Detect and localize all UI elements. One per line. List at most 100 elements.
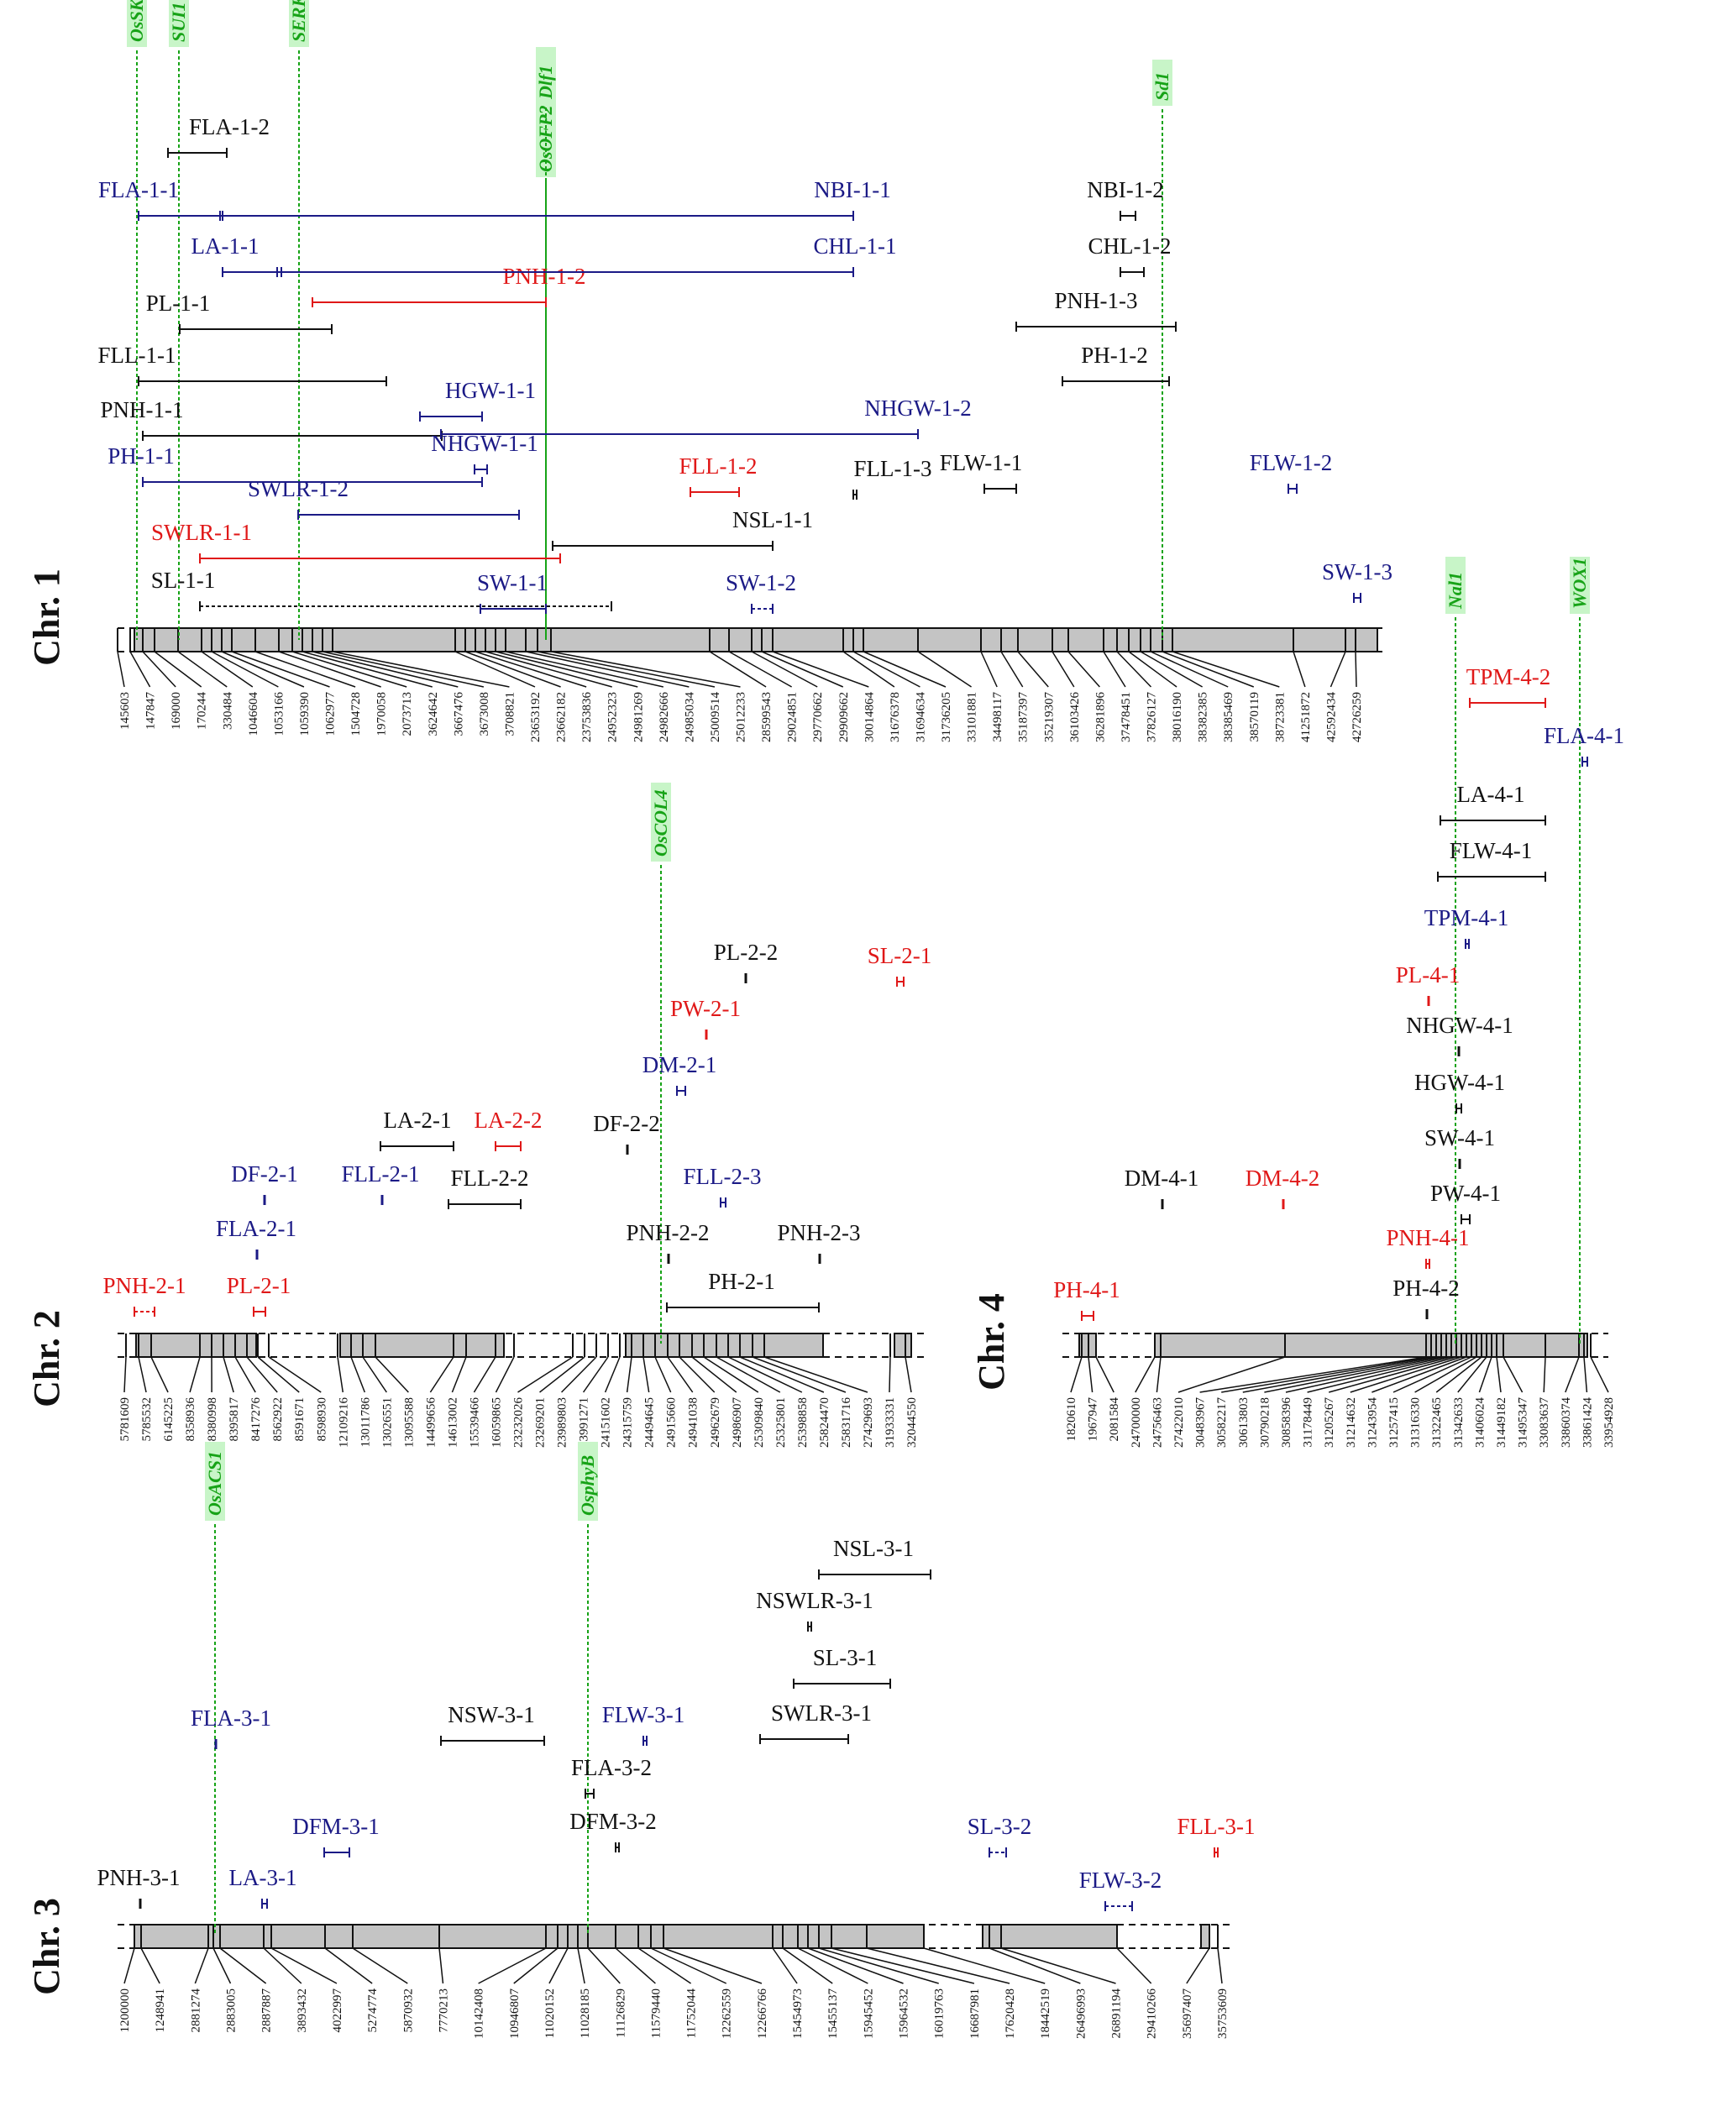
marker-connector (1172, 651, 1280, 688)
marker-connector (142, 651, 176, 688)
qtl-sw-1-1: SW-1-1 (477, 570, 548, 595)
marker-label: 29909662 (837, 692, 851, 742)
marker-connector (772, 651, 869, 688)
qtl-fll-1-1: FLL-1-1 (98, 343, 176, 368)
qtl-dfm-3-1: DFM-3-1 (292, 1814, 380, 1839)
marker-connector (362, 1356, 387, 1393)
marker-label: 2081584 (1108, 1397, 1121, 1442)
marker-connector (350, 1356, 366, 1393)
qtl-pnh-2-2: PNH-2-2 (627, 1220, 710, 1245)
qtl-fll-3-1: FLL-3-1 (1177, 1814, 1256, 1839)
qtl-nswlr-3-1: NSWLR-3-1 (756, 1588, 873, 1613)
marker-connector (352, 1947, 408, 1984)
marker-label: 1248941 (154, 1988, 167, 2033)
marker-connector (1116, 651, 1152, 688)
marker-label: 38016190 (1171, 692, 1184, 742)
chromosome-segment (625, 1333, 824, 1358)
marker-connector (709, 651, 767, 688)
marker-connector (739, 1356, 825, 1393)
qtl-pnh-2-3: PNH-2-3 (778, 1220, 861, 1245)
marker-label: 25824470 (818, 1397, 831, 1448)
marker-connector (254, 651, 356, 688)
marker-connector (1217, 1947, 1223, 1984)
qtl-flw-4-1: FLW-4-1 (1450, 838, 1532, 863)
marker-label: 24700000 (1130, 1397, 1143, 1448)
gene-nal1: Nal1 (1445, 572, 1466, 610)
gene-wox1: WOX1 (1569, 558, 1590, 609)
marker-label: 15455137 (826, 1988, 840, 2040)
marker-connector (751, 651, 818, 688)
marker-connector (263, 1947, 302, 1984)
marker-label: 24941038 (687, 1397, 700, 1448)
marker-label: 32044550 (905, 1397, 919, 1448)
marker-label: 4022997 (331, 1988, 344, 2033)
marker-label: 38385469 (1222, 692, 1235, 742)
qtl-fla-4-1: FLA-4-1 (1544, 723, 1624, 748)
marker-connector (905, 1356, 912, 1393)
marker-connector (154, 651, 202, 688)
marker-label: 16019763 (933, 1988, 947, 2039)
marker-connector (194, 1947, 209, 1984)
gene-label-bg (289, 0, 309, 47)
marker-connector (1457, 1356, 1487, 1393)
marker-label: 8591671 (293, 1397, 307, 1442)
marker-connector (889, 1356, 891, 1393)
marker-connector (1285, 1356, 1447, 1393)
marker-label: 15454973 (791, 1988, 805, 2039)
marker-connector (454, 651, 536, 688)
marker-label: 30613803 (1237, 1397, 1251, 1448)
marker-label: 30483967 (1194, 1397, 1208, 1449)
marker-connector (1186, 1947, 1210, 1984)
marker-connector (626, 1356, 632, 1393)
marker-connector (464, 651, 561, 688)
chromosome-segment (339, 1333, 505, 1358)
marker-label: 29410266 (1146, 1988, 1159, 2040)
qtl-ph-4-1: PH-4-1 (1053, 1277, 1120, 1302)
marker-connector (1103, 651, 1126, 688)
marker-label: 8417276 (249, 1397, 263, 1442)
marker-label: 33101881 (966, 692, 979, 742)
qtl-chl-1-1: CHL-1-1 (814, 233, 897, 259)
marker-label: 31406024 (1473, 1397, 1487, 1449)
marker-connector (123, 1947, 135, 1984)
marker-connector (1116, 1947, 1152, 1984)
marker-label: 31214632 (1345, 1397, 1358, 1448)
chromosome-segment (134, 1924, 925, 1949)
marker-connector (980, 651, 998, 688)
qtl-fla-2-1: FLA-2-1 (216, 1216, 296, 1241)
gene-osphyb: OsphyB (577, 1455, 598, 1516)
qtl-sw-1-2: SW-1-2 (726, 570, 796, 595)
marker-connector (1330, 651, 1346, 688)
marker-connector (1000, 1947, 1116, 1984)
marker-label: 24986907 (731, 1397, 744, 1449)
chromosome-segment (1200, 1924, 1210, 1949)
marker-label: 36103426 (1068, 692, 1082, 743)
marker-connector (189, 1356, 201, 1393)
marker-connector (1478, 1356, 1492, 1393)
marker-label: 17620428 (1004, 1988, 1017, 2039)
marker-label: 3708821 (503, 692, 517, 736)
marker-connector (495, 651, 638, 688)
marker-connector (438, 1947, 444, 1984)
qtl-nsl-1-1: NSL-1-1 (732, 507, 813, 532)
marker-label: 147847 (144, 692, 158, 731)
marker-connector (752, 1356, 847, 1393)
marker-label: 13095588 (402, 1397, 416, 1448)
marker-label: 5274774 (366, 1988, 380, 2033)
qtl-dm-4-1: DM-4-1 (1125, 1166, 1199, 1191)
marker-label: 24981269 (632, 692, 645, 742)
marker-label: 14613002 (446, 1397, 459, 1448)
marker-connector (1496, 1356, 1502, 1393)
marker-connector (667, 1356, 694, 1393)
gene-label-bg (205, 1442, 225, 1521)
marker-connector (234, 1356, 256, 1393)
qtl-ph-1-2: PH-1-2 (1081, 343, 1148, 368)
marker-connector (485, 651, 612, 688)
marker-label: 23653192 (529, 692, 543, 742)
gene-label-bg (578, 1442, 598, 1521)
qtl-dm-2-1: DM-2-1 (642, 1052, 717, 1077)
marker-label: 41251872 (1299, 692, 1313, 742)
gene-dlf1: Dlf1 (535, 65, 556, 100)
qtl-nbi-1-2: NBI-1-2 (1087, 177, 1163, 202)
